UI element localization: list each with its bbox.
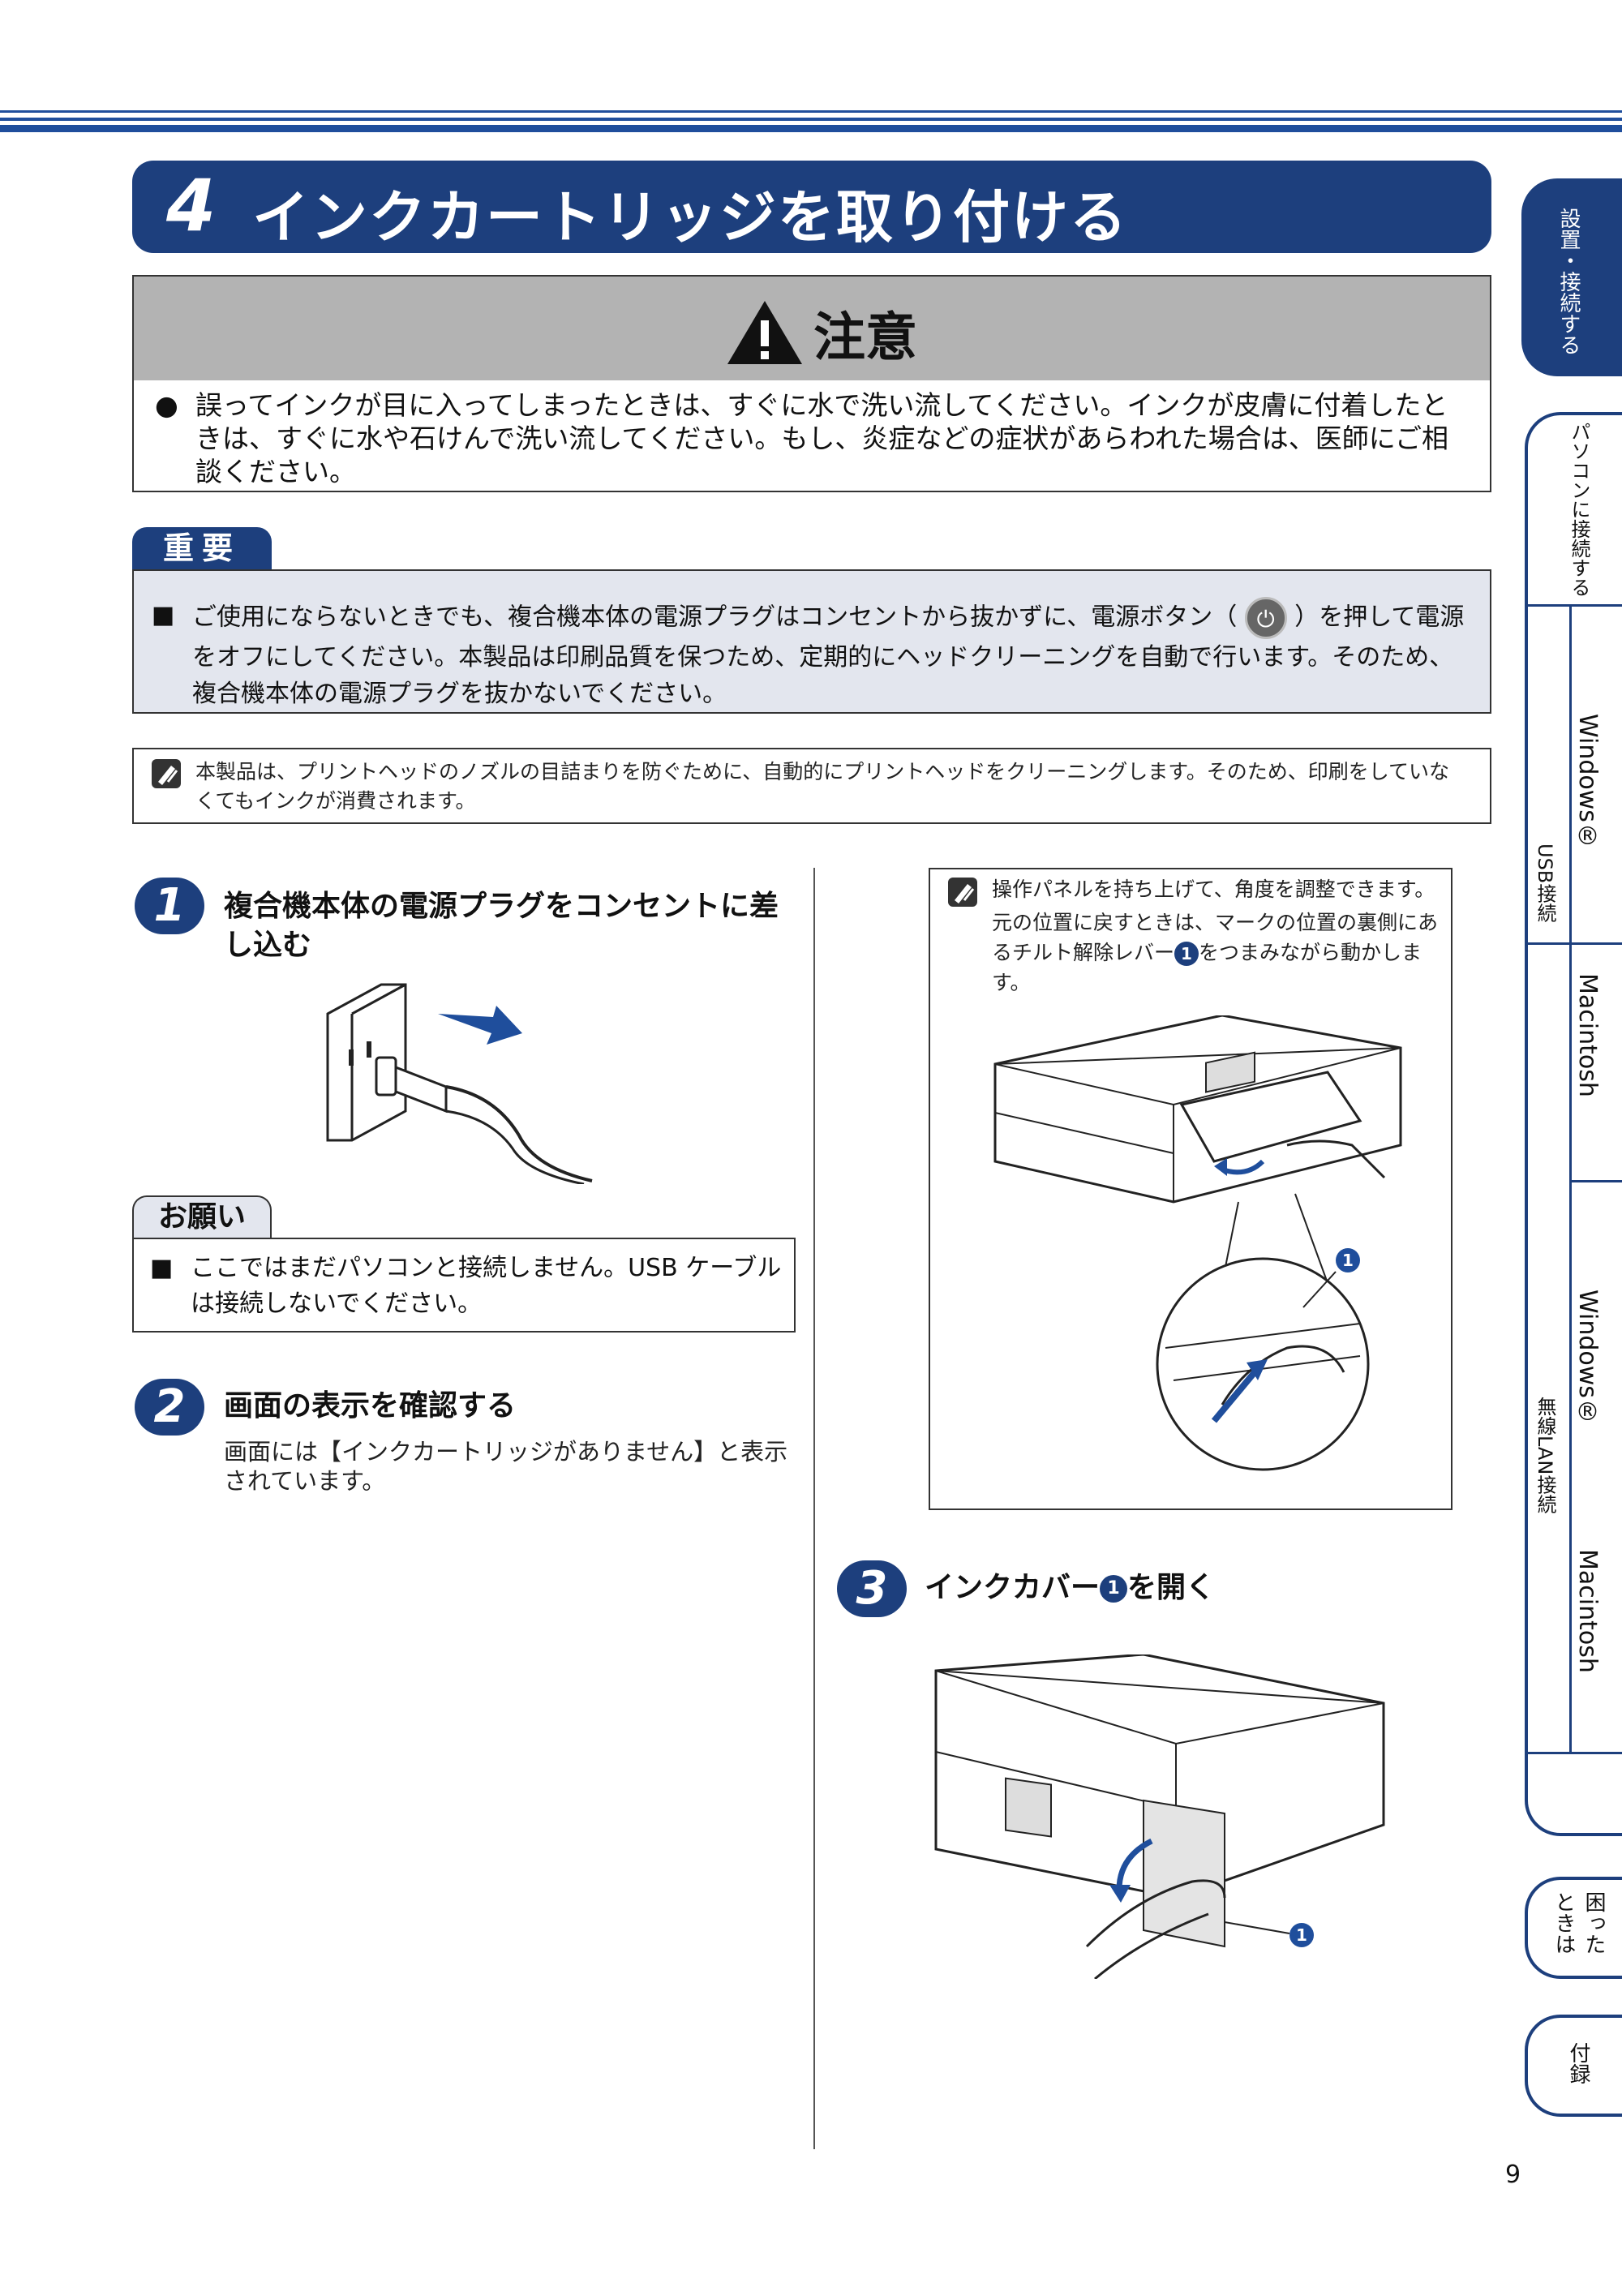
side-usb-divider	[1569, 604, 1572, 1752]
side-tab-wlan-windows-label: Windows®	[1573, 1290, 1602, 1427]
important-text-row: ■ ご使用にならないときでも、複合機本体の電源プラグはコンセントから抜かずに、電…	[152, 597, 1465, 712]
tilt-memo-line1: 操作パネルを持ち上げて、角度を調整できます。	[992, 878, 1435, 901]
important-tab: 重要	[132, 527, 272, 569]
memo-text: 本製品は、プリントヘッドのノズルの目詰まりを防ぐために、自動的にプリントヘッドを…	[195, 760, 1450, 813]
side-tab-usb-mac-label: Macintosh	[1573, 973, 1602, 1097]
side-tab-pc[interactable]: パソコンに接続する	[1565, 422, 1614, 600]
request-box: ■ ここではまだパソコンと接続しません。USB ケーブルは接続しないでください。	[132, 1238, 796, 1333]
side-tab-usb-windows[interactable]: Windows®	[1573, 714, 1602, 851]
tilt-memo-line2-before: 元の位置に戻すときは、マークの位置の裏側にあるチルト解除レバー	[992, 911, 1439, 964]
tilt-memo-box: 操作パネルを持ち上げて、角度を調整できます。 元の位置に戻すときは、マークの位置…	[929, 868, 1453, 1510]
top-rule-thick	[0, 125, 1622, 132]
side-tab-appendix[interactable]: 付録	[1525, 2015, 1622, 2117]
request-text: ここではまだパソコンと接続しません。USB ケーブルは接続しないでください。	[191, 1254, 782, 1318]
step-1-title: 複合機本体の電源プラグをコンセントに差し込む	[224, 890, 779, 962]
side-usb-group-line	[1525, 942, 1622, 945]
side-bottom-line	[1525, 1752, 1622, 1754]
panel-tilt-illustration: 1	[993, 1015, 1402, 1471]
side-lan-line	[1569, 1180, 1622, 1182]
chapter-header: 4 インクカートリッジを取り付ける	[132, 161, 1491, 253]
caution-bullet: ●	[155, 389, 178, 421]
caution-header: 注意	[134, 277, 1490, 380]
memo-box: 本製品は、プリントヘッドのノズルの目詰まりを防ぐために、自動的にプリントヘッドを…	[132, 748, 1491, 824]
chapter-number: 4	[166, 164, 217, 247]
side-tab-trouble-label: 困ったときは	[1551, 1891, 1606, 1955]
side-tab-setup[interactable]: 設置・接続する	[1521, 178, 1622, 376]
important-text-after: ）を押して電源をオフにしてください。本製品は印刷品質を保つため、定期的にヘッドク…	[192, 603, 1465, 709]
side-usb-frame-line	[1525, 604, 1622, 607]
tilt-lever-callout: 1	[1342, 1251, 1354, 1270]
request-tab: お願い	[132, 1195, 272, 1238]
side-tab-wlan-mac[interactable]: Macintosh	[1573, 1549, 1602, 1673]
side-label-wlan: 無線LAN接続	[1531, 1397, 1560, 1513]
step-2-title: 画面の表示を確認する	[224, 1389, 517, 1423]
chapter-title: インクカートリッジを取り付ける	[252, 184, 1128, 251]
column-divider	[813, 868, 815, 2149]
caution-text-row: ● 誤ってインクが目に入ってしまったときは、すぐに水で洗い流してください。インク…	[155, 388, 1453, 488]
side-nav-frame	[1525, 412, 1622, 1836]
step-2-number: 2	[135, 1379, 204, 1436]
top-rule-mid	[0, 118, 1622, 121]
side-tab-appendix-label: 付録	[1566, 2042, 1590, 2084]
side-label-usb-text: USB接続	[1534, 843, 1556, 923]
step-1-number: 1	[135, 878, 204, 934]
step-3-callout-badge: 1	[1100, 1575, 1128, 1603]
side-label-usb: USB接続	[1531, 843, 1560, 922]
plug-illustration	[326, 983, 593, 1184]
step-3-number: 3	[837, 1560, 907, 1617]
tilt-memo-text: 操作パネルを持ち上げて、角度を調整できます。 元の位置に戻すときは、マークの位置…	[992, 874, 1440, 998]
top-rule-thin	[0, 110, 1622, 113]
side-tab-setup-label: 設置・接続する	[1556, 208, 1581, 355]
caution-box: 注意 ● 誤ってインクが目に入ってしまったときは、すぐに水で洗い流してください。…	[132, 275, 1491, 492]
tilt-memo-line2-after: をつまみながら動かします。	[992, 941, 1422, 994]
side-tab-usb-mac[interactable]: Macintosh	[1573, 973, 1602, 1097]
memo-icon	[948, 878, 977, 907]
ink-cover-callout: 1	[1296, 1925, 1307, 1945]
warning-icon	[727, 301, 802, 364]
step-2-text: 画面には【インクカートリッジがありません】と表示されています。	[224, 1438, 788, 1495]
page-number: 9	[1505, 2161, 1521, 2189]
side-tab-wlan-mac-label: Macintosh	[1573, 1549, 1602, 1673]
power-icon: ⏻	[1244, 597, 1287, 639]
request-bullet: ■	[150, 1254, 174, 1282]
side-tab-usb-windows-label: Windows®	[1573, 714, 1602, 851]
memo-icon	[152, 759, 181, 788]
request-text-row: ■ ここではまだパソコンと接続しません。USB ケーブルは接続しないでください。	[150, 1251, 783, 1322]
important-text-before: ご使用にならないときでも、複合機本体の電源プラグはコンセントから抜かずに、電源ボ…	[192, 603, 1238, 632]
callout-1-badge: 1	[1174, 942, 1199, 966]
side-tab-wlan-windows[interactable]: Windows®	[1573, 1290, 1602, 1427]
side-label-wlan-text: 無線LAN接続	[1534, 1397, 1556, 1514]
important-text: ご使用にならないときでも、複合機本体の電源プラグはコンセントから抜かずに、電源ボ…	[192, 597, 1465, 712]
important-box: ■ ご使用にならないときでも、複合機本体の電源プラグはコンセントから抜かずに、電…	[132, 569, 1491, 714]
ink-cover-illustration: 1	[934, 1654, 1385, 1979]
side-tab-pc-label: パソコンに接続する	[1568, 422, 1590, 597]
caution-text: 誤ってインクが目に入ってしまったときは、すぐに水で洗い流してください。インクが皮…	[195, 389, 1449, 487]
caution-label: 注意	[813, 308, 917, 368]
side-tab-trouble[interactable]: 困ったときは	[1525, 1877, 1622, 1979]
step-3-title-before: インクカバー	[925, 1571, 1101, 1604]
step-3-title-after: を開く	[1127, 1571, 1216, 1604]
important-bullet: ■	[152, 601, 175, 629]
